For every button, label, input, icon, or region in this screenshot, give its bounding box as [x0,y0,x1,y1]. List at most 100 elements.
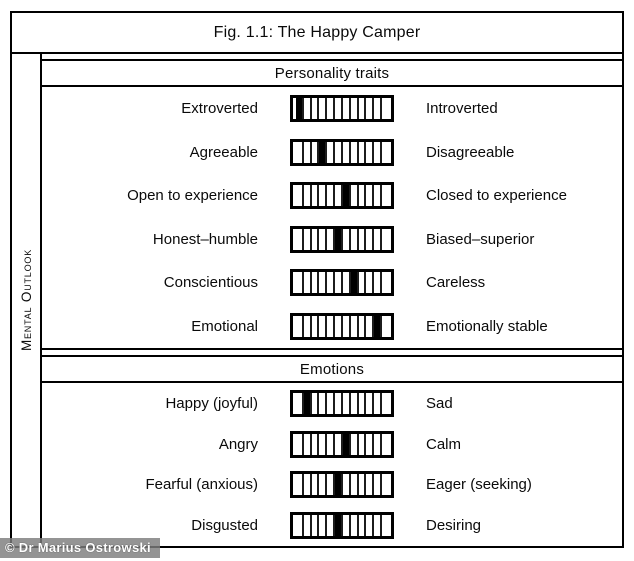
slider-cell [309,315,318,337]
row-right-label: Introverted [426,100,498,118]
slider-cell [348,474,357,496]
slider-cell [301,272,310,294]
slider-cell [356,228,365,250]
row-left-label: Agreeable [189,143,258,161]
slider-cell [325,228,334,250]
slider-cell [380,392,388,414]
slider-cell [309,185,318,207]
slider-cell [309,392,318,414]
slider-cell [301,141,310,163]
trait-row: Agreeable Disagreeable [42,131,622,175]
slider-cell [340,392,349,414]
slider-cell [296,474,302,496]
row-right-label: Eager (seeking) [426,476,532,494]
slider-track [290,312,394,340]
trait-row: Open to experience Closed to experience [42,174,622,218]
slider-cell [364,515,373,537]
slider-cell [317,98,326,120]
slider-cell [380,474,388,496]
slider-cell [296,433,302,455]
slider-cell [333,98,341,120]
slider-cell [296,141,302,163]
slider-cell [356,185,365,207]
row-right-label: Sad [426,394,453,412]
slider-cell [333,315,341,337]
slider-cell [301,98,310,120]
row-left-label: Disgusted [191,517,258,535]
slider-cell [296,515,302,537]
slider-cell [325,392,334,414]
row-left-label: Conscientious [163,274,258,292]
row-right-label: Calm [426,435,462,453]
slider-cell [380,315,388,337]
slider-cell [309,272,318,294]
slider-cell [317,272,326,294]
slider-cell [301,315,310,337]
slider-cell [356,272,365,294]
slider-cell [364,433,373,455]
row-left-label: Extroverted [181,100,258,118]
slider-cell [372,474,381,496]
row-left-label: Fearful (anxious) [145,476,258,494]
slider-cell [356,433,365,455]
slider-cell [364,474,373,496]
slider-track [290,225,394,253]
slider-cell [364,185,373,207]
slider-cell [348,392,357,414]
slider-track [290,389,394,417]
slider-cell [325,185,334,207]
slider-cell [380,141,388,163]
slider-cell [296,272,302,294]
trait-row: Happy (joyful) Sad [42,383,622,424]
slider-marker [340,433,349,455]
slider-cell [372,185,381,207]
slider-cell [325,272,334,294]
slider-track [290,512,394,540]
slider-cell [380,98,388,120]
slider-cell [372,228,381,250]
slider-marker [340,185,349,207]
slider-cell [356,474,365,496]
slider-cell [356,98,365,120]
slider-cell [325,98,334,120]
slider-cell [296,228,302,250]
slider-cell [301,433,310,455]
slider-track [290,430,394,458]
slider-cell [325,315,334,337]
slider-cell [364,141,373,163]
section: Personality traits Extroverted Introvert… [42,54,622,350]
figure-body: Mental Outlook Personality traits Extrov… [12,54,622,546]
slider-track [290,182,394,210]
slider-cell [380,272,388,294]
slider-cell [372,98,381,120]
trait-row: Conscientious Careless [42,261,622,305]
slider-cell [317,433,326,455]
slider-cell [340,474,349,496]
slider-marker [333,228,341,250]
row-right-label: Closed to experience [426,187,567,205]
slider-cell [364,315,373,337]
slider-cell [356,515,365,537]
slider-cell [333,272,341,294]
slider-cell [333,141,341,163]
slider-cell [348,315,357,337]
slider-cell [301,474,310,496]
slider-marker [317,141,326,163]
slider-cell [348,141,357,163]
slider-cell [340,315,349,337]
slider-marker [333,515,341,537]
slider-cell [364,98,373,120]
row-left-label: Honest–humble [152,230,258,248]
slider-marker [301,392,310,414]
slider-marker [333,474,341,496]
row-right-label: Disagreeable [426,143,515,161]
row-left-label: Happy (joyful) [165,394,258,412]
slider-cell [325,474,334,496]
slider-cell [340,228,349,250]
slider-cell [333,185,341,207]
slider-cell [380,228,388,250]
slider-cell [340,272,349,294]
section-header: Personality traits [42,59,622,87]
slider-track [290,95,394,123]
slider-cell [325,433,334,455]
